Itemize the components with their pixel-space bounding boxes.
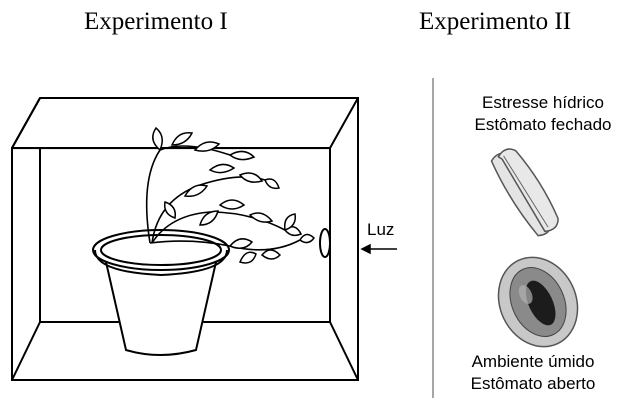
light-label: Luz — [367, 220, 395, 239]
closed-stomata — [490, 148, 559, 237]
plant-leaves — [152, 126, 315, 264]
closed-label-line1: Estresse hídrico — [482, 93, 604, 112]
experiment-1-title: Experimento I — [84, 8, 228, 35]
light-arrow — [360, 243, 397, 255]
open-label-line1: Ambiente úmido — [471, 352, 595, 371]
open-stomata — [497, 256, 579, 348]
open-label-line2: Estômato aberto — [470, 374, 596, 393]
light-opening — [319, 228, 331, 258]
closed-stomata-label: Estresse hídrico Estômato fechado — [460, 92, 626, 136]
closed-label-line2: Estômato fechado — [474, 115, 612, 134]
flower-pot — [92, 229, 230, 356]
box-edge-top-left — [11, 97, 41, 149]
experiment-2-title: Experimento II — [419, 8, 572, 35]
open-stomata-label: Ambiente úmido Estômato aberto — [450, 351, 616, 395]
